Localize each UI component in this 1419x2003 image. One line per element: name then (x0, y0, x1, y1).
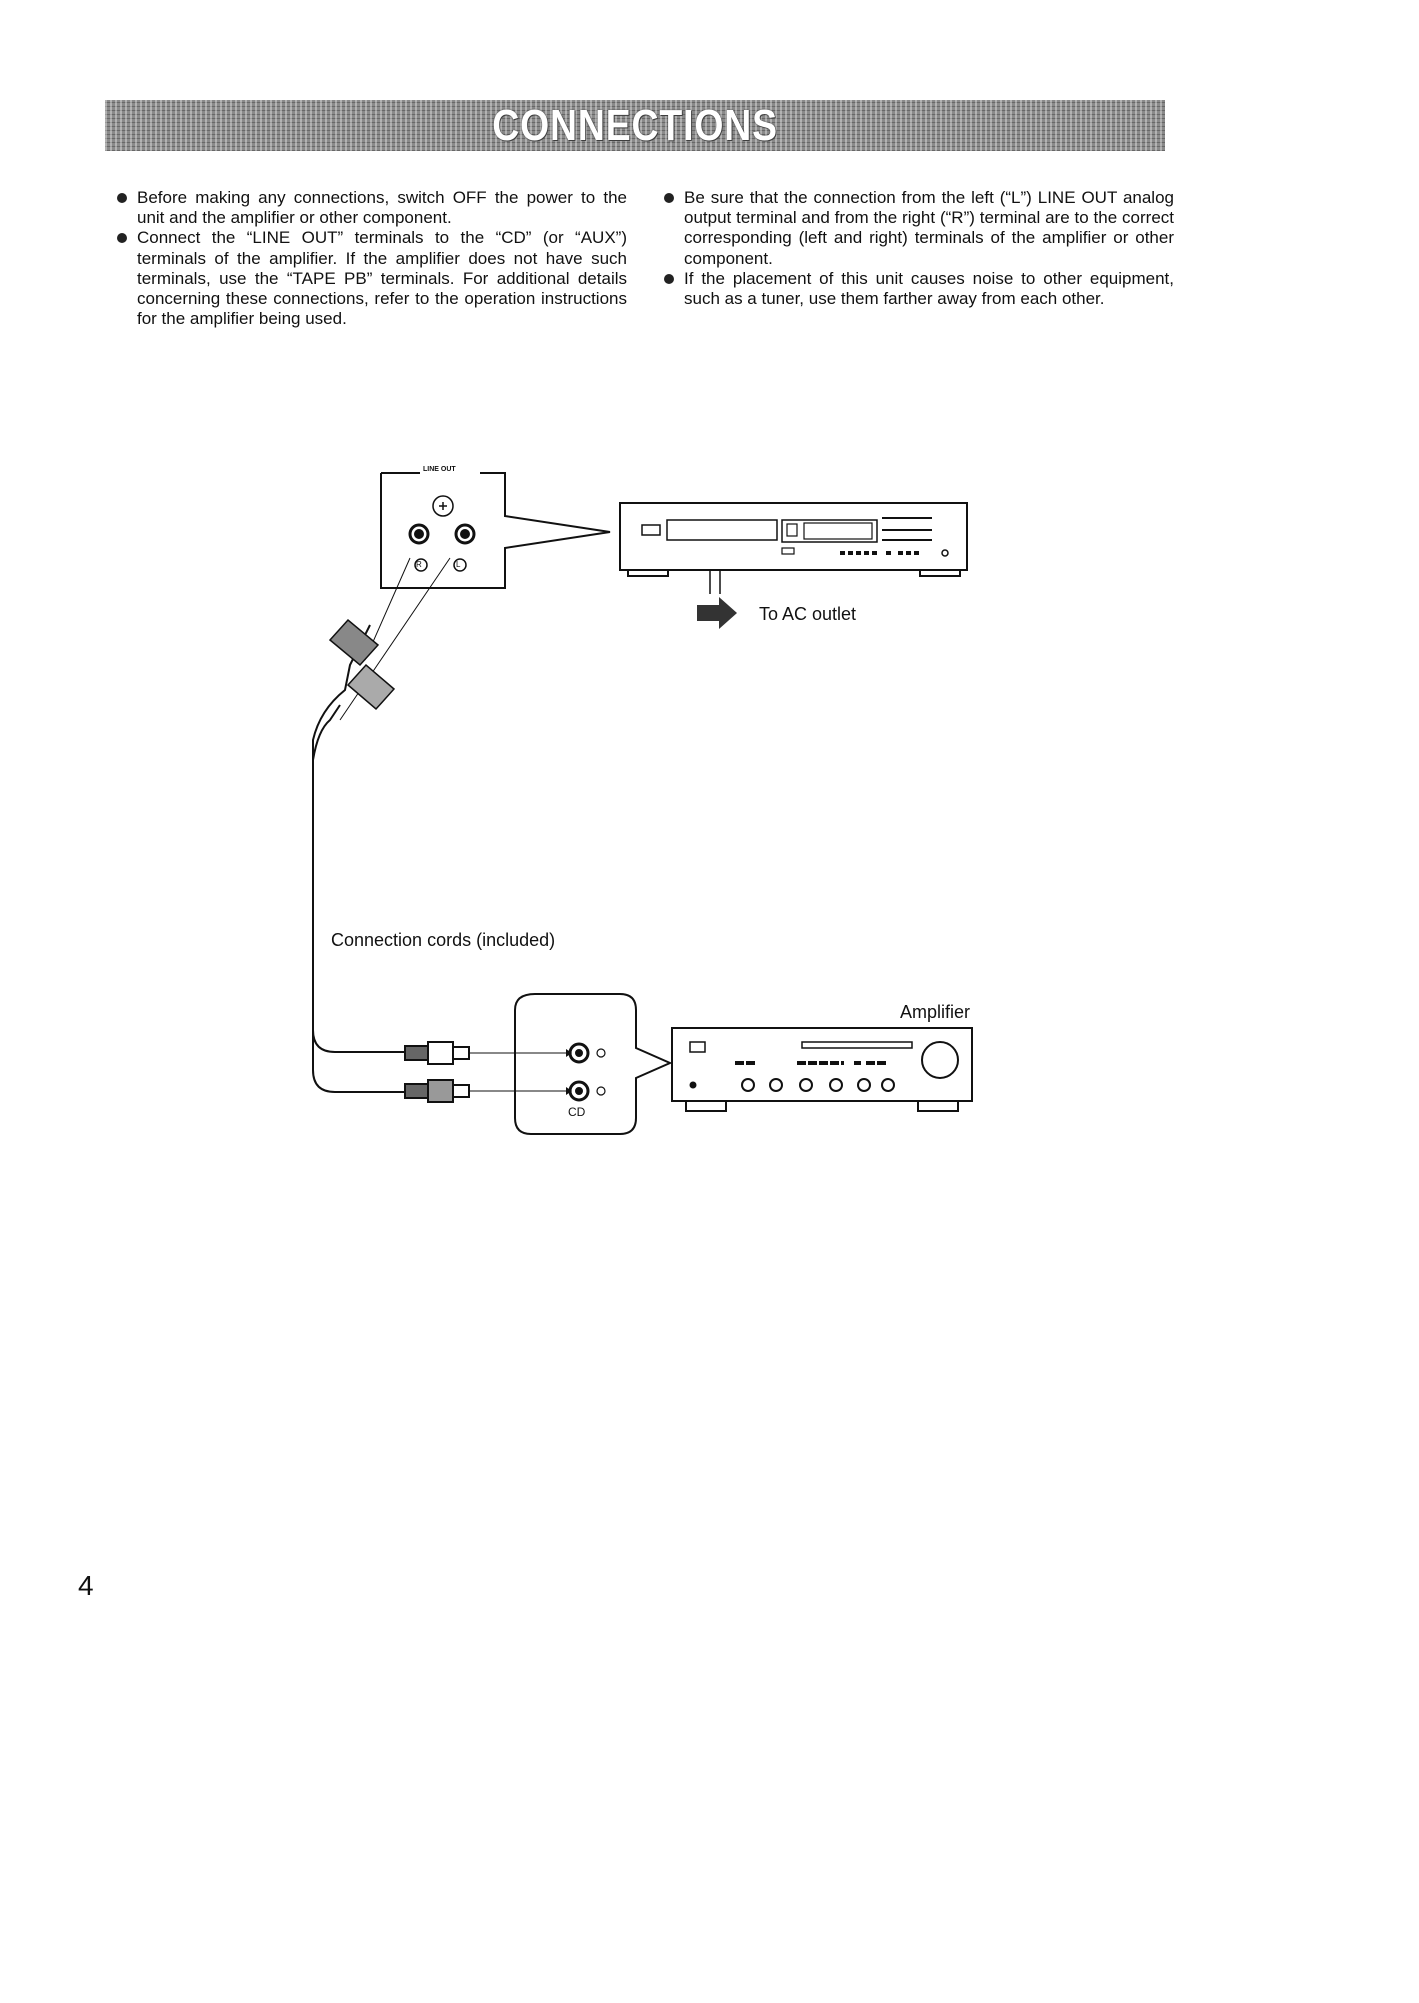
instruction-bullet: If the placement of this unit causes noi… (664, 269, 1174, 309)
page-title: CONNECTIONS (492, 100, 778, 150)
instructions-right-column: Be sure that the connection from the lef… (664, 188, 1174, 309)
ac-outlet-label: To AC outlet (759, 604, 857, 624)
bullet-text: Before making any connections, switch OF… (137, 188, 627, 228)
amplifier-label: Amplifier (900, 1002, 971, 1022)
jack-r-label: R (416, 560, 422, 569)
bullet-icon (117, 233, 127, 244)
line-out-label: LINE OUT (420, 466, 459, 473)
jack-l-label: L (456, 560, 461, 569)
connection-cords (312, 618, 572, 1103)
bullet-text: Be sure that the connection from the lef… (684, 188, 1174, 268)
connection-cords-label: Connection cords (included) (331, 930, 556, 950)
cd-player-illustration (619, 502, 968, 594)
amplifier-illustration (671, 1027, 973, 1112)
page-number: 4 (78, 1570, 94, 1601)
instructions-left-column: Before making any connections, switch OF… (117, 188, 627, 329)
bullet-text: Connect the “LINE OUT” terminals to the … (137, 228, 627, 329)
bullet-icon (664, 193, 674, 203)
bullet-icon (117, 193, 127, 203)
bullet-text: If the placement of this unit causes noi… (684, 268, 1174, 309)
ac-outlet-arrow-icon (697, 597, 737, 629)
amplifier-input-panel-callout (514, 993, 673, 1135)
instruction-bullet: Connect the “LINE OUT” terminals to the … (117, 228, 627, 329)
section-header-banner: CONNECTIONS (105, 100, 1165, 151)
bullet-icon (664, 273, 674, 284)
instruction-bullet: Be sure that the connection from the lef… (664, 188, 1174, 269)
instruction-bullet: Before making any connections, switch OF… (117, 188, 627, 228)
cd-input-label: CD (568, 1105, 586, 1119)
